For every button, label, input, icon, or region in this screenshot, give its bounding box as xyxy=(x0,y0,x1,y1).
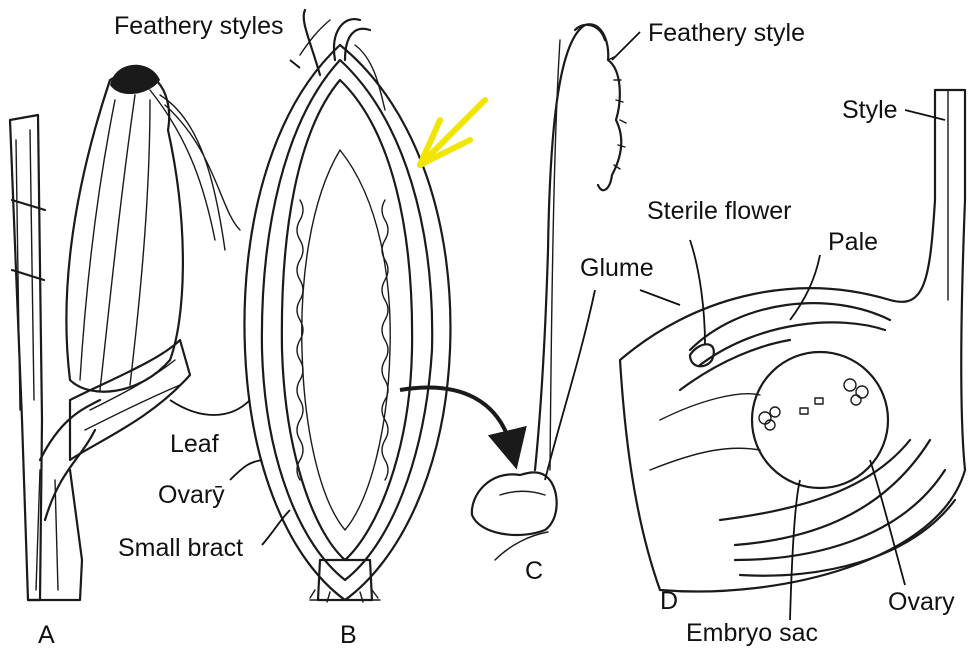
label-feathery-styles: Feathery styles xyxy=(114,12,284,40)
label-feathery-style: Feathery style xyxy=(648,19,805,47)
panel-d-spikelet-section xyxy=(620,90,965,592)
label-style: Style xyxy=(842,96,898,124)
label-embryo-sac: Embryo sac xyxy=(686,619,818,647)
panel-a-cob-drawing xyxy=(10,65,240,600)
label-ovary-d: Ovary xyxy=(888,588,955,616)
panel-letter-c: C xyxy=(525,557,543,585)
panel-letter-d: D xyxy=(660,587,678,615)
label-small-bract: Small bract xyxy=(118,534,243,562)
label-leaf: Leaf xyxy=(170,430,219,458)
yellow-highlight-arrow-icon xyxy=(420,100,485,165)
panel-c-pistil-drawing xyxy=(472,24,626,560)
label-glume: Glume xyxy=(580,254,654,282)
label-sterile-flower: Sterile flower xyxy=(647,197,792,225)
label-pale: Pale xyxy=(828,228,878,256)
label-ovary-b: Ovarȳ xyxy=(158,481,225,509)
panel-letter-b: B xyxy=(340,621,357,649)
panel-letter-a: A xyxy=(38,621,55,649)
